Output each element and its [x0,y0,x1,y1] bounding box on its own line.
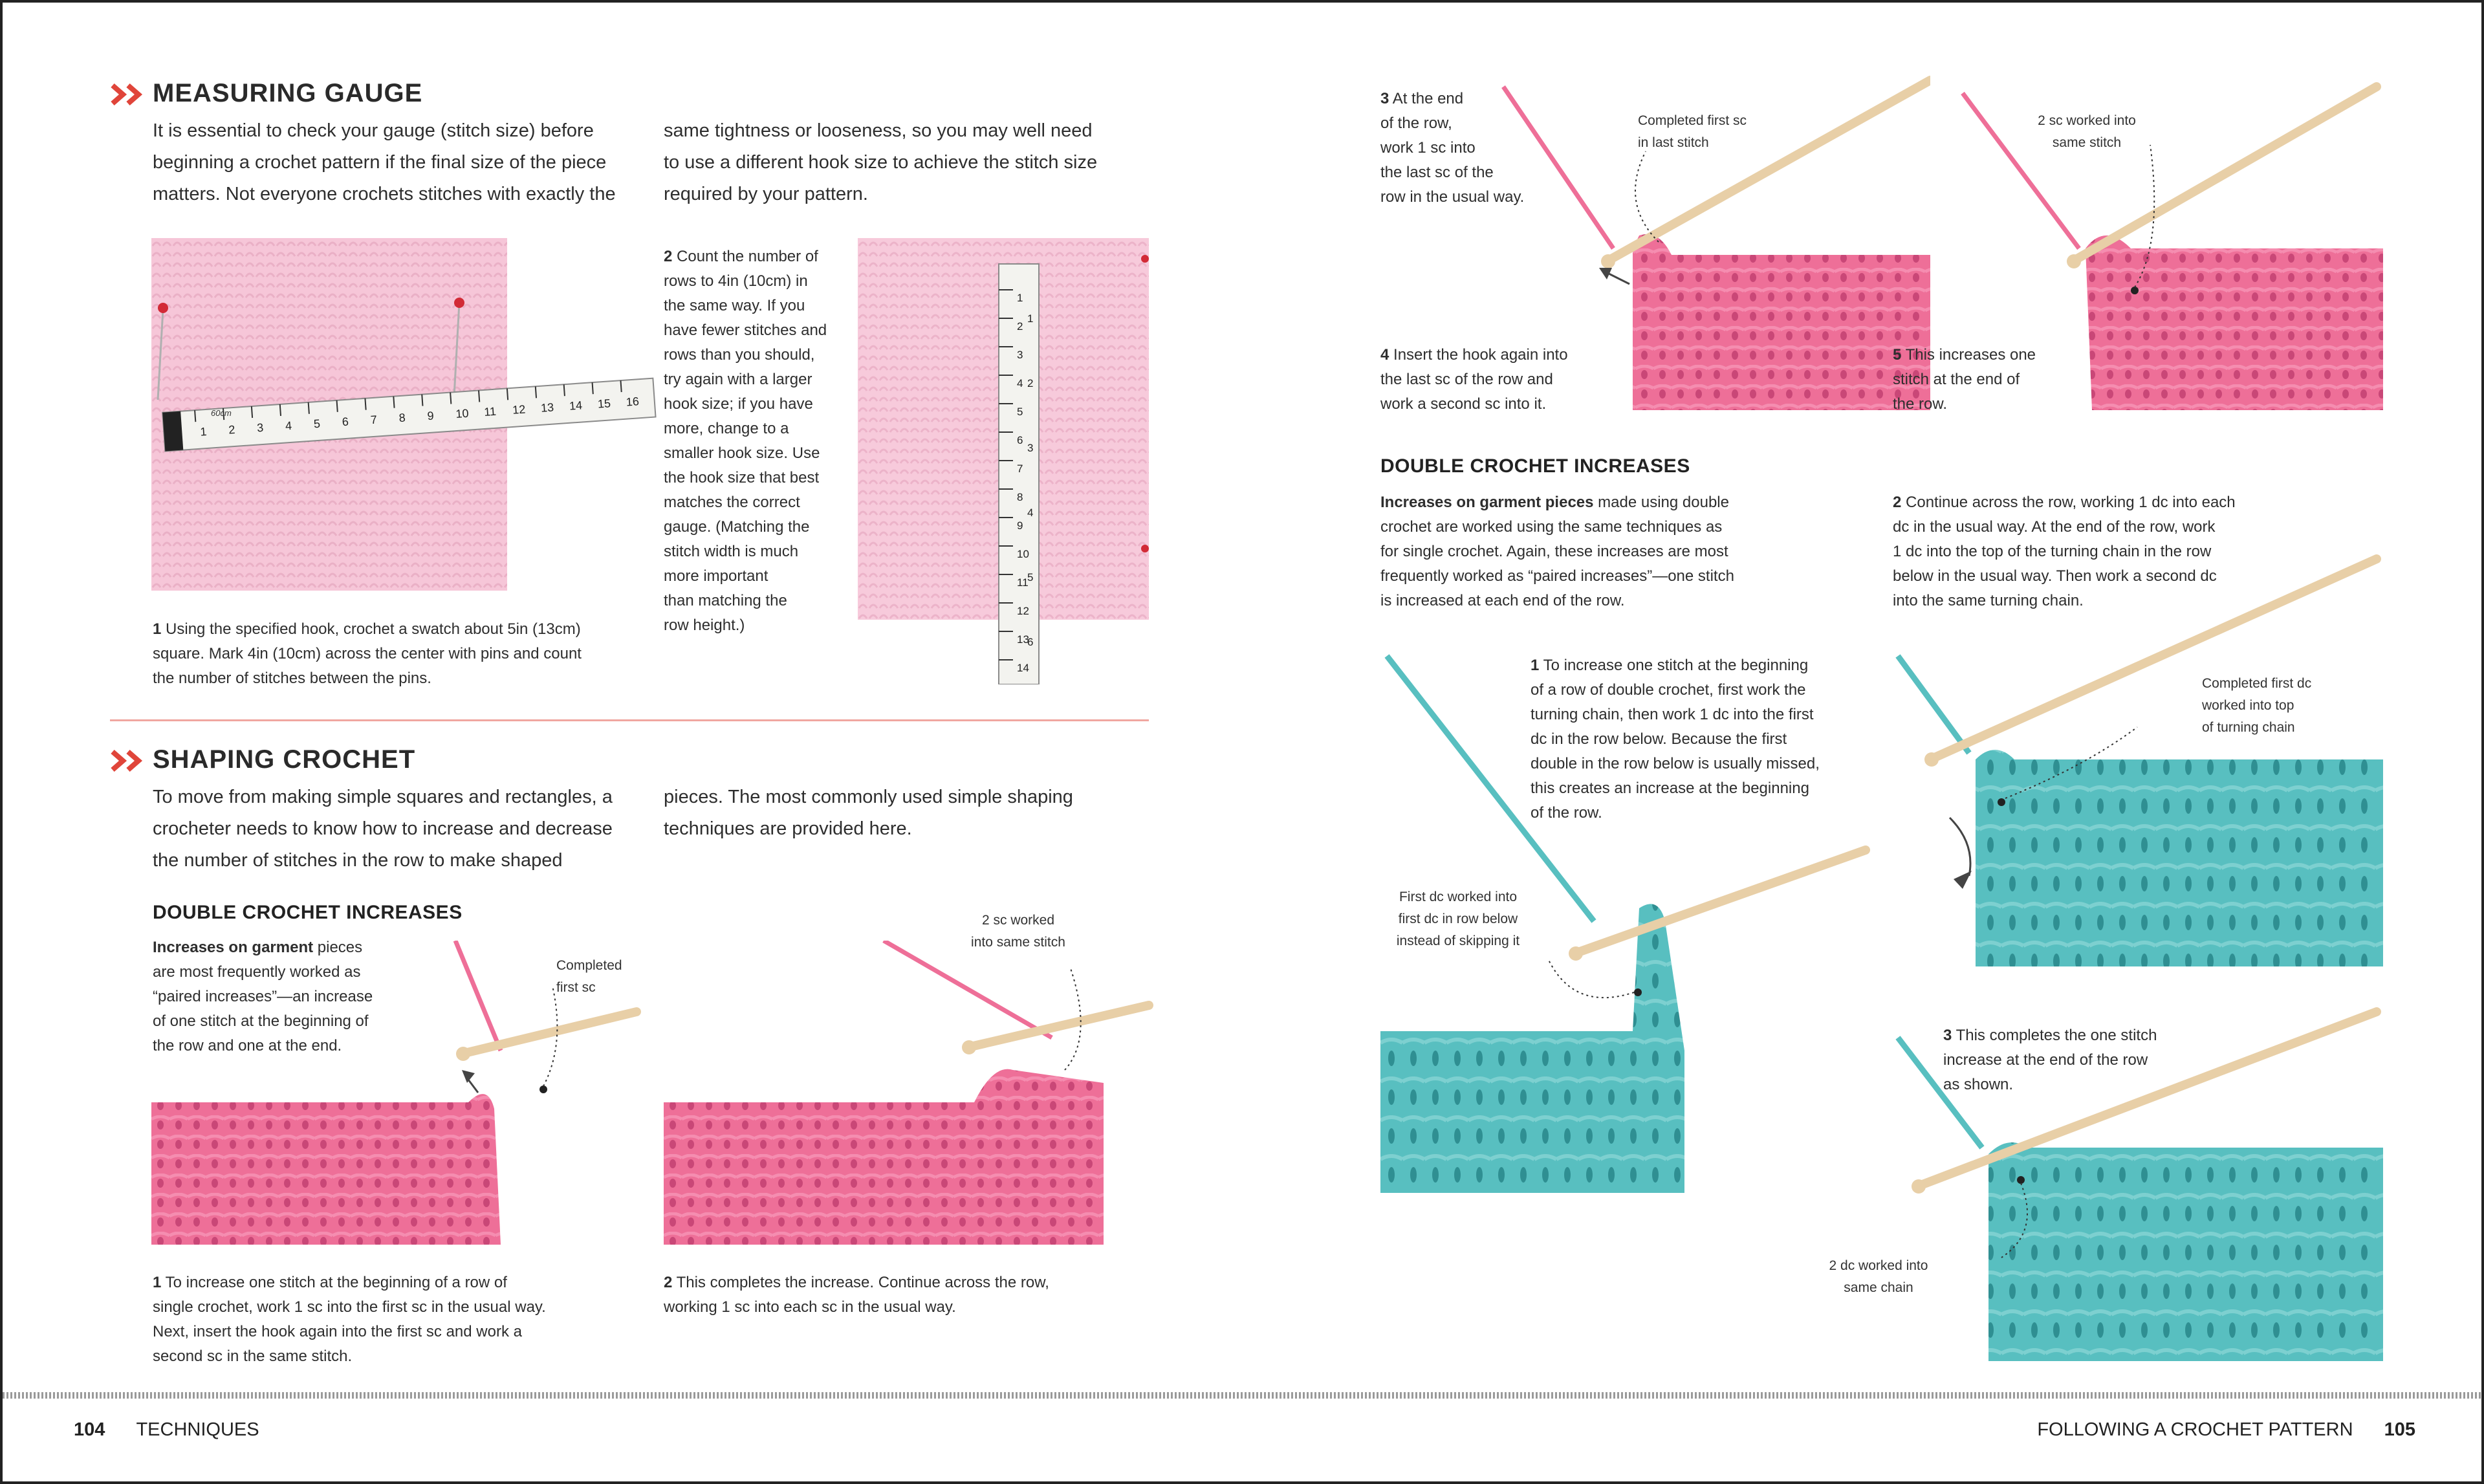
subheading-right: DOUBLE CROCHET INCREASES [1380,455,1690,477]
right-step-5-caption: 5 This increases one stitch at the end o… [1893,346,2036,413]
tape-inch-number: 3 [1027,442,1033,454]
section-heading-shaping-crochet: SHAPING CROCHET [153,745,416,774]
tape-number: 6 [342,415,349,429]
tape-number: 3 [257,421,264,435]
tape-inch-number: 4 [1027,507,1033,519]
subheading-left: DOUBLE CROCHET INCREASES [153,902,463,923]
tape-tick [563,384,565,397]
tape-number: 3 [1017,349,1023,361]
tape-number: 12 [1017,605,1029,617]
tape-tick [393,396,395,408]
tape-number: 2 [1017,320,1023,333]
tape-number: 7 [370,413,377,427]
tape-number: 13 [1017,633,1029,646]
section-heading-measuring-gauge: MEASURING GAUGE [153,79,423,107]
measuring-intro-col2: same tightness or looseness, so you may … [664,120,1098,204]
tape-tick [506,388,509,400]
label-2dc-into-same-chain: 2 dc worked into same chain [1829,1258,1928,1295]
measuring-intro-col1: It is essential to check your gauge (sti… [153,120,616,204]
page-number-right: 105 [2384,1419,2415,1440]
section-divider [110,719,1149,721]
tape-number: 5 [1017,406,1023,418]
tape-number: 11 [484,405,497,419]
tape-tick [620,380,622,393]
tape-number: 12 [512,403,526,417]
tape-number: 13 [540,400,554,414]
chevron-right-icon [111,749,143,772]
left-garment-caption: Increases on garment pieces are most fre… [153,939,373,1054]
pink-sc-end-row-photo-1 [1501,76,1930,410]
tape-number: 2 [228,423,235,437]
shaping-intro-col1: To move from making simple squares and r… [153,787,613,871]
chevron-right-icon [111,83,143,106]
shaping-step-2-caption: 2 This completes the increase. Continue … [664,1274,1049,1316]
label-completed-first-sc: Completed first sc [556,958,622,995]
measuring-step-1-caption: 1 Using the specified hook, crochet a sw… [153,620,582,687]
tape-number: 10 [455,407,469,420]
tape-inch-number: 6 [1027,636,1033,648]
tape-number: 8 [1017,491,1023,503]
tape-number: 16 [626,395,639,408]
right-garment-caption: Increases on garment pieces made using d… [1380,494,1734,609]
tape-inch-number: 1 [1027,312,1033,325]
footer-right: FOLLOWING A CROCHET PATTERN 105 [2027,1419,2415,1441]
tape-label: 60cm [211,408,232,418]
shaping-intro-col2: pieces. The most commonly used simple sh… [664,787,1073,839]
shaping-step-1-caption: 1 To increase one stitch at the beginnin… [153,1274,546,1365]
footer-left: 104 TECHNIQUES [74,1419,259,1441]
label-completed-first-dc: Completed first dc worked into top of tu… [2202,676,2312,735]
right-step-4-caption: 4 Insert the hook again into the last sc… [1380,346,1568,413]
tape-number: 5 [313,417,320,431]
tape-number: 14 [1017,662,1029,674]
tape-tick [450,392,452,404]
tape-number: 11 [1017,576,1029,589]
tape-tick [336,400,338,412]
tape-number: 6 [1017,434,1023,446]
footer-title-left: TECHNIQUES [136,1419,259,1440]
dc-step-2-caption: 2 Continue across the row, working 1 dc … [1893,494,2236,609]
teal-dc-increase-photo-2 [1895,554,2383,966]
pink-sc-increase-photo-2 [664,941,1153,1245]
tape-tick [279,404,282,416]
teal-dc-increase-photo-3 [1895,1007,2383,1361]
tape-number: 8 [398,411,406,425]
pink-sc-end-row-photo-2 [1961,82,2383,410]
dc-step-3-caption: 3 This completes the one stitch increase… [1943,1027,2157,1093]
label-2sc-into-same-stitch-right: 2 sc worked into same stitch [2038,113,2136,150]
footer-rule [3,1392,2481,1399]
tape-tick [222,408,225,420]
tape-number: 10 [1017,548,1029,560]
teal-dc-increase-photo-1 [1380,654,1870,1193]
dc-step-1-caption: 1 To increase one stitch at the beginnin… [1531,657,1820,822]
pink-sc-increase-photo-1 [151,941,641,1245]
tape-number: 9 [1017,519,1023,532]
label-completed-first-sc-last-stitch: Completed first sc in last stitch [1638,113,1747,150]
label-first-dc-worked-into: First dc worked into first dc in row bel… [1396,889,1520,948]
tape-number: 1 [1017,292,1023,304]
tape-number: 14 [569,398,582,412]
tape-inch-number: 2 [1027,377,1033,389]
tape-number: 7 [1017,463,1023,475]
tape-inch-number: 5 [1027,571,1033,584]
footer-title-right: FOLLOWING A CROCHET PATTERN [2037,1419,2353,1440]
page-number-left: 104 [74,1419,105,1440]
tape-number: 1 [200,425,207,439]
tape-number: 4 [1017,377,1023,389]
tape-number: 4 [285,419,292,433]
tape-number: 15 [597,397,611,410]
measuring-step-2-caption: 2 Count the number of rows to 4in (10cm)… [664,248,827,634]
label-2sc-into-same-stitch-left: 2 sc worked into same stitch [971,913,1065,950]
tape-number: 9 [427,409,434,422]
right-step-3-caption: 3 At the end of the row, work 1 sc into … [1380,90,1525,206]
